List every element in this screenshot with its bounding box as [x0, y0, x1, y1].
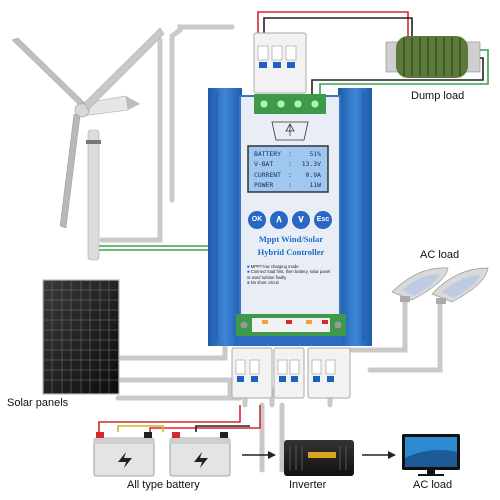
- street-lamp-icon: [391, 267, 449, 302]
- ac-load-label-top: AC load: [420, 249, 460, 261]
- feature-item: No short circuit: [247, 280, 335, 285]
- battery-icon: [93, 432, 155, 477]
- feature-item: Connect load first, then battery, solar …: [247, 269, 335, 280]
- lcd-key: CURRENT: [254, 170, 281, 179]
- lcd-value: 13.3V: [301, 160, 321, 169]
- controller-title-line2: Hybrid Controller: [257, 247, 325, 257]
- ac-load-label-bottom: AC load: [413, 479, 453, 491]
- lcd-value: 0.9A: [305, 170, 321, 179]
- esc-button[interactable]: Esc: [316, 216, 330, 223]
- feature-item: MPPT low charging mode: [247, 264, 335, 269]
- arrow-right-icon: [242, 451, 276, 459]
- lcd-value: 51%: [309, 150, 321, 158]
- lcd-sep: :: [288, 180, 292, 189]
- controller-feature-list: MPPT low charging mode Connect load firs…: [247, 264, 335, 286]
- tv-monitor-icon: [402, 434, 460, 476]
- lcd-sep: :: [288, 160, 292, 169]
- ok-button[interactable]: OK: [251, 216, 263, 223]
- wind-turbine-icon: [11, 27, 165, 261]
- inverter-label: Inverter: [289, 479, 327, 491]
- lcd-display: BATTERY : 51% V-BAT : 13.3V CURRENT : 0.…: [251, 148, 324, 190]
- street-lamp-icon: [431, 267, 489, 304]
- lcd-key: BATTERY: [254, 150, 281, 158]
- up-button[interactable]: ∧: [275, 214, 283, 225]
- circuit-breaker-icon: [253, 32, 307, 94]
- lcd-row-current: CURRENT : 0.9A: [254, 170, 324, 180]
- lcd-key: V-BAT: [254, 160, 274, 169]
- all-type-battery-label: All type battery: [127, 479, 200, 491]
- battery-icon: [169, 432, 231, 477]
- down-button[interactable]: ∨: [297, 214, 305, 225]
- dump-resistor-icon: [385, 36, 481, 78]
- arrow-right-icon: [362, 451, 396, 459]
- circuit-breaker-icon: [231, 347, 351, 399]
- lcd-key: POWER: [254, 180, 274, 189]
- lcd-row-battery: BATTERY : 51%: [254, 149, 324, 159]
- solar-panel-icon: [42, 279, 120, 395]
- controller-title-line1: Mppt Wind/Solar: [258, 234, 324, 244]
- dump-load-label: Dump load: [411, 90, 465, 102]
- lcd-row-vbat: V-BAT : 13.3V: [254, 159, 324, 169]
- lcd-sep: :: [288, 170, 292, 179]
- solar-panels-label: Solar panels: [7, 397, 69, 409]
- inverter-icon: [284, 440, 354, 476]
- lcd-value: 11W: [309, 180, 321, 189]
- gray-wires: [99, 24, 443, 473]
- lcd-row-power: POWER : 11W: [254, 180, 324, 190]
- lcd-sep: :: [288, 150, 292, 158]
- hybrid-controller-body: [208, 88, 372, 346]
